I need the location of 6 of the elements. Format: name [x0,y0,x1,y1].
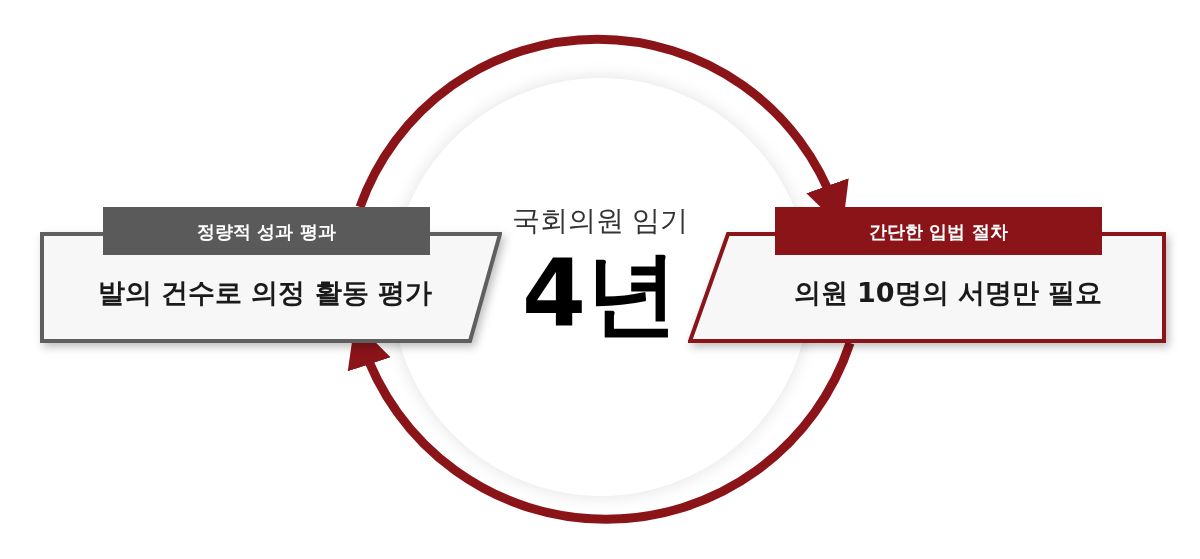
card-heading: 정량적 성과 평과 [103,207,430,255]
card-heading: 간단한 입법 절차 [775,207,1102,255]
subtitle: 국회의원 임기 [511,203,689,239]
main-value: 4년 [522,248,678,340]
card-text: 의원 10명의 서명만 필요 [792,276,1104,310]
card-text: 발의 건수로 의정 활동 평가 [96,276,434,310]
